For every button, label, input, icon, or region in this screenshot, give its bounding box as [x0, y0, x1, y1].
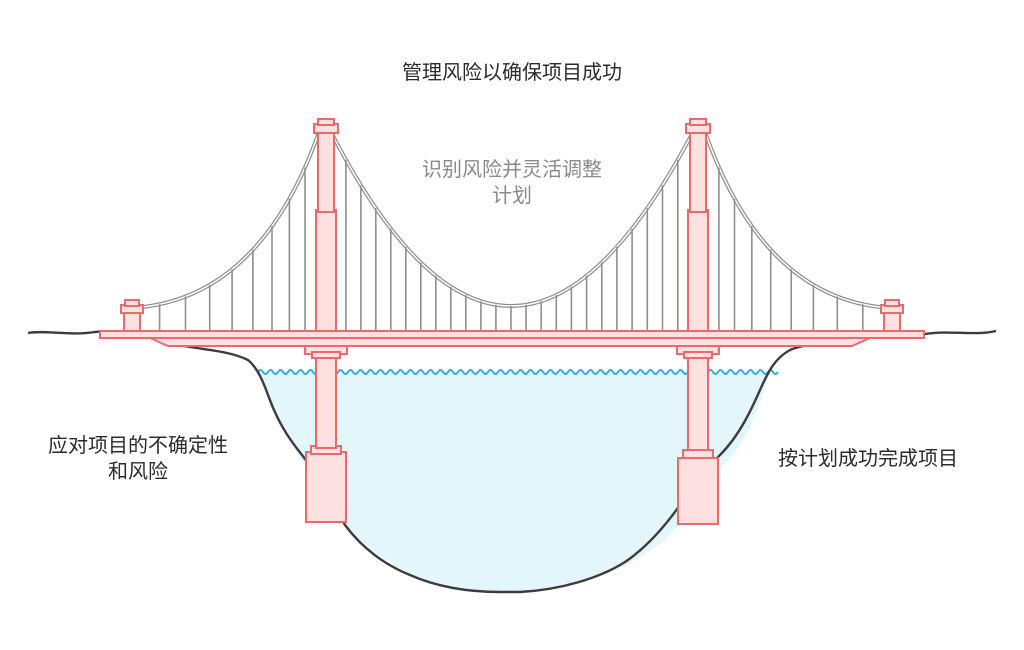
end-pier-left — [121, 300, 143, 332]
main-cable-right — [705, 132, 890, 308]
bridge-deck — [100, 331, 924, 346]
tower-left — [305, 119, 347, 522]
tower-right — [677, 119, 719, 524]
main-cable-left-inner — [132, 132, 319, 308]
right-label: 按计划成功完成项目 — [778, 445, 958, 471]
main-cable-left — [132, 132, 319, 308]
left-label-line-1: 应对项目的不确定性 — [28, 432, 248, 458]
diagram-title: 管理风险以确保项目成功 — [370, 59, 654, 85]
end-pier-right — [881, 300, 903, 332]
main-cable-right-inner — [705, 132, 890, 308]
left-label-line-2: 和风险 — [28, 458, 248, 484]
middle-label-line-1: 识别风险并灵活调整 — [390, 156, 634, 182]
middle-label-line-2: 计划 — [390, 182, 634, 208]
